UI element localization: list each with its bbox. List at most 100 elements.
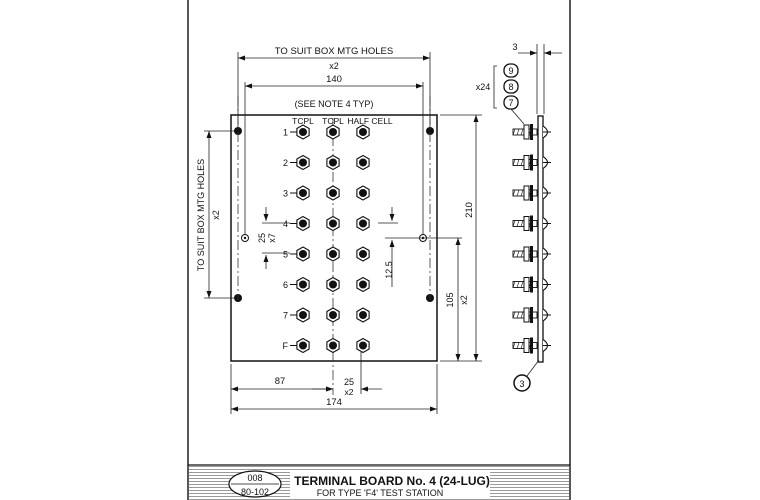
lug-stud [359, 280, 367, 289]
callout-9 [503, 63, 519, 78]
row-label: 5 [283, 250, 288, 260]
lug-stud [329, 219, 337, 228]
title-block: 008 80-102 TERMINAL BOARD No. 4 (24-LUG)… [188, 464, 570, 500]
callout-8 [503, 79, 519, 94]
lug-stud [329, 189, 337, 197]
dim-left-box-holes-label: TO SUIT BOX MTG HOLES [196, 159, 206, 271]
dim-top-box-holes: TO SUIT BOX MTG HOLES x2 [237, 46, 431, 128]
column-header-tcpl-1: TCPL [292, 116, 314, 126]
dim-left-box-holes: TO SUIT BOX MTG HOLES x2 [196, 130, 234, 299]
side-washer [530, 307, 533, 323]
lug-stud [359, 128, 367, 136]
lug-grid [296, 124, 370, 354]
dim-side-x24-label: x24 [476, 82, 491, 92]
dim-12-5: 12.5 [378, 207, 462, 287]
dim-105: 105 x2 [445, 238, 469, 361]
side-nut [523, 246, 530, 262]
side-nut [523, 185, 530, 201]
dim-25-mult: x2 [345, 387, 354, 397]
mounting-hole-top-right [426, 127, 434, 135]
dim-pitch-label: 25 [257, 233, 267, 243]
mounting-holes [234, 127, 434, 302]
lug-stud [299, 189, 307, 197]
lug-stud [299, 219, 307, 228]
row-label: 1 [283, 128, 288, 138]
dim-105-label: 105 [445, 292, 455, 307]
side-nut [523, 307, 530, 323]
lug-stud [299, 128, 307, 136]
svg-text:3: 3 [519, 379, 524, 389]
dim-210: 210 [440, 114, 482, 362]
row-labels: 1 2 3 4 5 6 7F [283, 128, 297, 351]
dim-25-label: 25 [344, 377, 354, 387]
row-label: 2 [283, 158, 288, 168]
lug-stud [359, 250, 367, 258]
dim-105-mult: x2 [459, 295, 469, 305]
lug-stud [299, 311, 307, 319]
dim-210-label: 210 [464, 202, 475, 218]
side-nut [523, 338, 530, 353]
lug-stud [329, 280, 337, 289]
lug-stud [329, 341, 337, 350]
lug-stud [299, 341, 307, 350]
dim-bottom: 87 25 x2 174 [230, 352, 438, 414]
lug-stud [299, 158, 307, 167]
sheet-reference: 80-102 [241, 487, 269, 497]
drawing-title: TERMINAL BOARD No. 4 (24-LUG) [294, 474, 490, 488]
svg-text:7: 7 [508, 98, 513, 108]
side-nut [523, 216, 530, 231]
see-note-label: (SEE NOTE 4 TYP) [295, 99, 374, 109]
side-view: 3 x24 [476, 42, 562, 363]
lug-stud [299, 250, 307, 258]
lug-stud [329, 158, 337, 167]
dim-side-3-label: 3 [512, 42, 517, 52]
row-label: 3 [283, 189, 288, 199]
drawing-subtitle: FOR TYPE 'F4' TEST STATION [317, 488, 444, 498]
side-washer [530, 154, 533, 171]
svg-text:9: 9 [508, 66, 513, 76]
row-label: F [283, 341, 289, 351]
side-washer [530, 215, 533, 232]
sheet-frame [187, 0, 571, 500]
column-header-tcpl-2: TCPL [322, 116, 344, 126]
side-nut [523, 277, 530, 292]
dim-140: 140 [244, 74, 424, 234]
lug-stud [329, 311, 337, 319]
row-label: 7 [283, 311, 288, 321]
side-washer [530, 246, 533, 262]
side-nut [523, 155, 530, 170]
dim-174-label: 174 [326, 397, 342, 408]
lug-stud [359, 341, 367, 350]
side-washer [530, 124, 533, 140]
lug-stud [359, 158, 367, 167]
dim-140-label: 140 [326, 74, 342, 85]
side-nut [523, 124, 530, 140]
lug-stud [359, 311, 367, 319]
dim-pitch: 25 x7 [257, 207, 290, 269]
lug-stud [359, 189, 367, 197]
dim-top-box-holes-mult: x2 [329, 61, 339, 71]
side-board [537, 115, 544, 363]
row-label: 4 [283, 219, 288, 229]
callout-3 [513, 374, 531, 392]
dim-pitch-mult: x7 [267, 233, 277, 243]
side-lugs [512, 124, 551, 354]
mounting-hole-top-left [234, 127, 242, 135]
lug-stud [359, 219, 367, 228]
drawing-number: 008 [247, 473, 262, 483]
column-header-half-cell: HALF CELL [347, 116, 393, 126]
row-label: 6 [283, 280, 288, 290]
dim-12-5-label: 12.5 [384, 261, 394, 279]
lug-stud [299, 280, 307, 289]
lug-stud [329, 128, 337, 136]
part-callouts: 9 8 7 3 [503, 63, 540, 392]
side-washer [530, 276, 533, 293]
svg-text:8: 8 [508, 82, 513, 92]
dim-87-label: 87 [275, 376, 286, 387]
side-washer [530, 185, 533, 201]
side-washer [530, 337, 533, 354]
lug-stud [329, 250, 337, 258]
column-headers: TCPL TCPL HALF CELL [292, 116, 393, 126]
dim-top-box-holes-label: TO SUIT BOX MTG HOLES [275, 46, 393, 57]
